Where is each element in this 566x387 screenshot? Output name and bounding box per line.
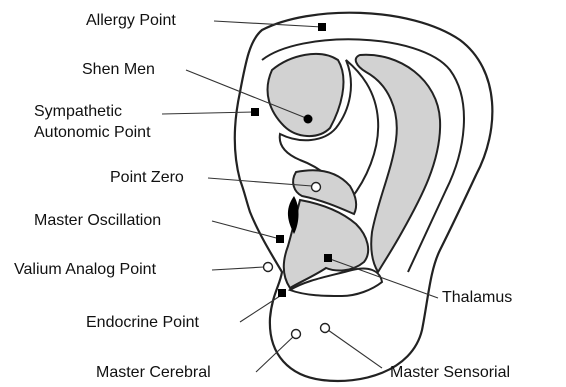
- point-zero-marker: [312, 183, 321, 192]
- label-master-cerebral: Master Cerebral: [96, 364, 211, 382]
- label-endocrine-point: Endocrine Point: [86, 314, 199, 332]
- label-allergy-point: Allergy Point: [86, 12, 176, 30]
- master-cerebral-marker: [292, 330, 301, 339]
- thalamus-marker: [324, 254, 332, 262]
- label-point-zero: Point Zero: [110, 169, 184, 187]
- master-sensorial-marker: [321, 324, 330, 333]
- master-oscillation-marker: [276, 235, 284, 243]
- label-shen-men: Shen Men: [82, 61, 155, 79]
- label-valium-analog-point: Valium Analog Point: [14, 261, 156, 279]
- valium-analog-marker: [264, 263, 273, 272]
- label-master-oscillation: Master Oscillation: [34, 212, 161, 230]
- sympathetic-marker: [251, 108, 259, 116]
- leader-valium: [212, 267, 264, 270]
- label-thalamus: Thalamus: [442, 289, 512, 307]
- label-master-sensorial: Master Sensorial: [390, 364, 510, 382]
- endocrine-point-marker: [278, 289, 286, 297]
- label-sympathetic-line2: Autonomic Point: [34, 124, 151, 142]
- allergy-point-marker: [318, 23, 326, 31]
- label-sympathetic-line1: Sympathetic: [34, 103, 122, 121]
- shen-men-marker: [304, 115, 313, 124]
